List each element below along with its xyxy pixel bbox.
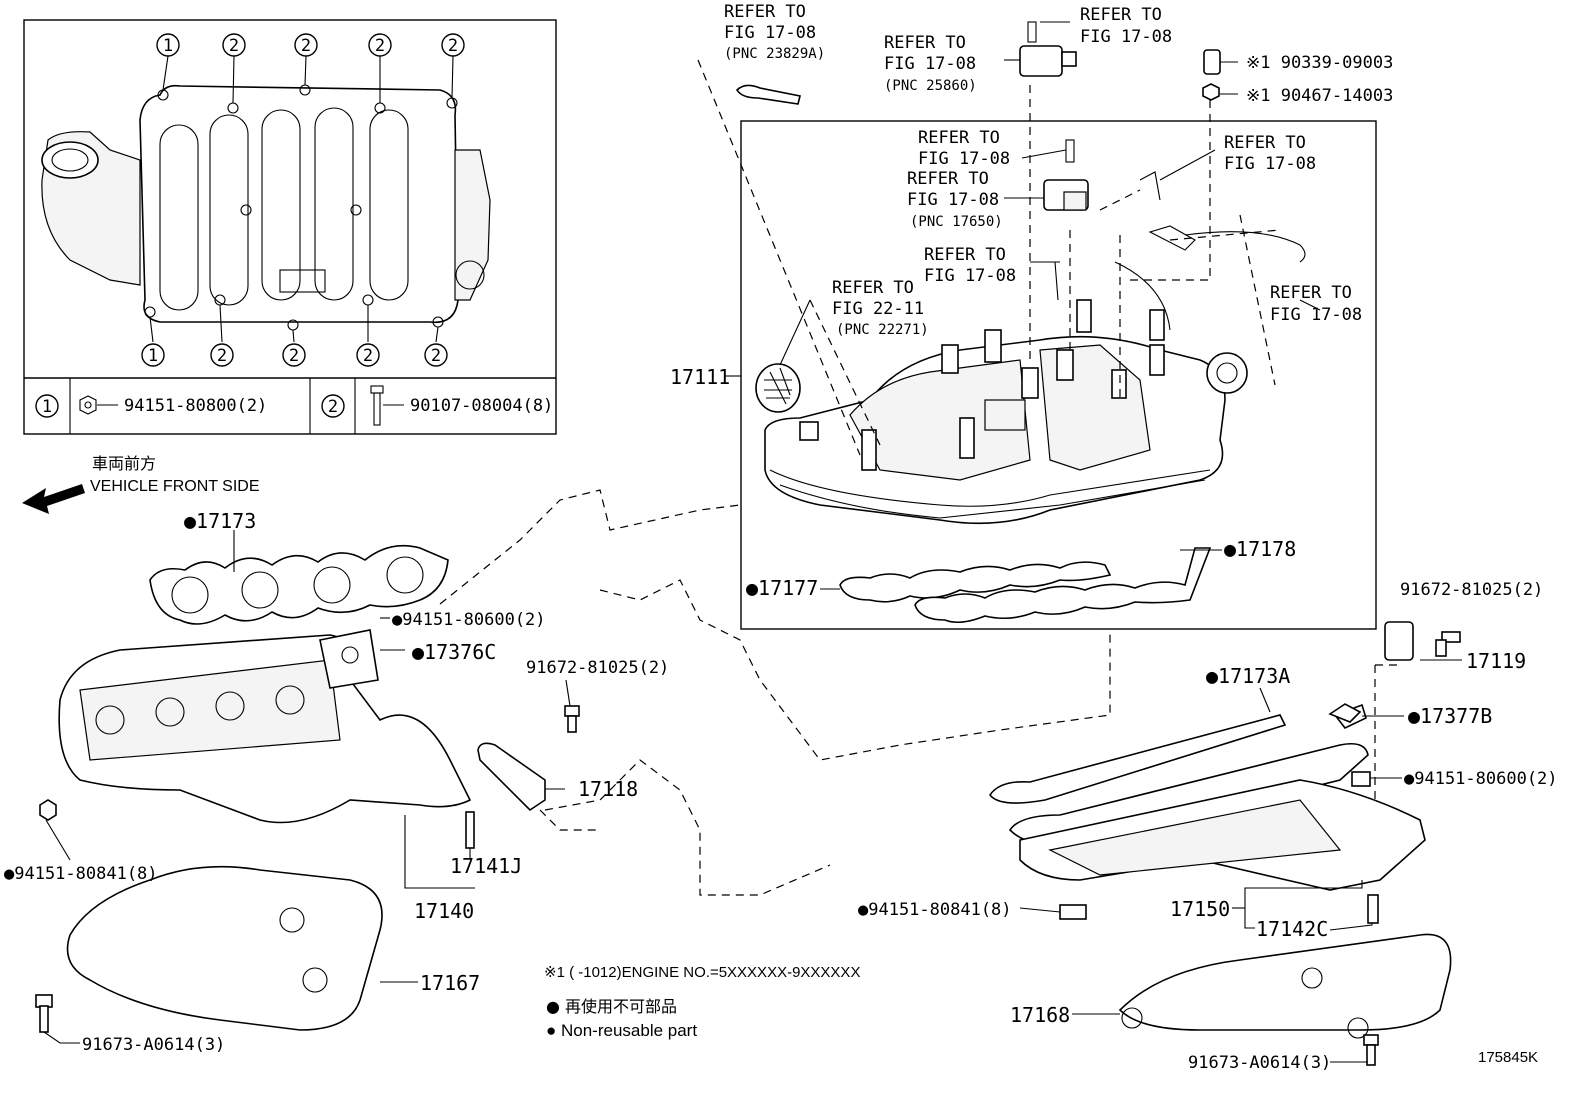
refer-label: REFER TO <box>724 2 806 22</box>
nut-icon <box>79 395 97 415</box>
intake-manifold-assembly <box>755 299 1248 525</box>
legend-part-number: 90107-08004(8) <box>410 396 553 416</box>
intake-manifold-top-view <box>41 84 491 331</box>
inset-legend: 1 94151-80800(2) 2 90107-08004(8) <box>35 385 553 426</box>
refer-label: FIG 17-08 <box>918 149 1010 169</box>
part-label: ●94151-80841(8) <box>858 900 1012 920</box>
part-label: ●17376C <box>412 640 496 664</box>
refer-label: REFER TO <box>918 128 1000 148</box>
refer-label: FIG 17-08 <box>724 23 816 43</box>
part-label: 17119 <box>1466 649 1526 673</box>
callout-label: 2 <box>448 36 458 56</box>
part-label: 91673-A0614(3) <box>82 1035 225 1055</box>
reference-labels: REFER TO FIG 17-08 (PNC 23829A) REFER TO… <box>724 2 1362 338</box>
top-small-parts <box>735 21 1306 331</box>
callout-label: 2 <box>289 346 299 366</box>
legend-mark: 2 <box>328 397 338 417</box>
front-label-en: VEHICLE FRONT SIDE <box>90 478 260 495</box>
part-label: 17168 <box>1010 1003 1070 1027</box>
bolt-icon <box>1027 21 1037 43</box>
refer-label: REFER TO <box>884 33 966 53</box>
refer-label: FIG 17-08 <box>884 54 976 74</box>
vehicle-front-indicator: 車両前方 VEHICLE FRONT SIDE <box>22 454 260 514</box>
part-label: 17142C <box>1256 917 1328 941</box>
part-label: ●17177 <box>746 576 818 600</box>
refer-label: REFER TO <box>907 169 989 189</box>
callout-label: 2 <box>375 36 385 56</box>
refer-label: (PNC 25860) <box>884 78 977 94</box>
callout-label: 2 <box>431 346 441 366</box>
bolt-icon <box>370 385 384 426</box>
refer-label: REFER TO <box>832 278 914 298</box>
part-label: 17141J <box>450 854 522 878</box>
front-label-jp: 車両前方 <box>92 454 156 473</box>
part-label: 91672-81025(2) <box>1400 580 1543 600</box>
front-arrow-icon <box>22 484 85 514</box>
part-label: ●94151-80841(8) <box>4 864 158 884</box>
callout-label: 2 <box>217 346 227 366</box>
part-label: ●17377B <box>1408 704 1492 728</box>
refer-label: FIG 17-08 <box>1080 27 1172 47</box>
dashed-leaders <box>697 59 1400 820</box>
part-label: 91673-A0614(3) <box>1188 1053 1331 1073</box>
part-label: 17140 <box>414 899 474 923</box>
part-label: 17150 <box>1170 897 1230 921</box>
callout-label: 2 <box>301 36 311 56</box>
refer-label: (PNC 22271) <box>836 322 929 338</box>
intake-manifold-frame <box>740 120 1377 630</box>
legend-mark: 1 <box>42 397 52 417</box>
part-label: ●17178 <box>1224 537 1296 561</box>
part-label: 17167 <box>420 971 480 995</box>
engine-note: ※1 ( -1012)ENGINE NO.=5XXXXXX-9XXXXXX <box>544 964 860 981</box>
exhaust-manifold-right <box>989 621 1461 1066</box>
non-reusable-note-jp: ● 再使用不可部品 <box>546 997 677 1016</box>
part-label: 17118 <box>578 777 638 801</box>
refer-label: FIG 17-08 <box>1270 305 1362 325</box>
refer-label: REFER TO <box>1224 133 1306 153</box>
legend-part-number: 94151-80800(2) <box>124 396 267 416</box>
refer-label: REFER TO <box>1270 283 1352 303</box>
inset-panel: 1 2 2 2 2 1 2 2 2 2 1 <box>23 19 557 435</box>
part-label: 91672-81025(2) <box>526 658 669 678</box>
inset-leaders <box>149 55 454 343</box>
part-label: ●94151-80600(2) <box>392 610 546 630</box>
refer-label: (PNC 17650) <box>910 214 1003 230</box>
exhaust-manifold-left <box>35 544 580 1033</box>
part-label: ●17173A <box>1206 664 1290 688</box>
callout-label: 2 <box>229 36 239 56</box>
inset-callouts-top: 1 2 2 2 2 <box>156 33 465 57</box>
inset-callouts-bottom: 1 2 2 2 2 <box>141 343 448 367</box>
intake-gaskets <box>839 547 1212 624</box>
refer-label: REFER TO <box>924 245 1006 265</box>
refer-label: (PNC 23829A) <box>724 46 825 62</box>
solid-leaders <box>43 21 1462 1063</box>
part-label: ●94151-80600(2) <box>1404 769 1558 789</box>
refer-label: FIG 17-08 <box>1224 154 1316 174</box>
part-number-labels: ※1 90339-09003 ※1 90467-14003 17111 ●171… <box>4 53 1558 1073</box>
refer-label: FIG 17-08 <box>907 190 999 210</box>
callout-label: 1 <box>163 36 173 56</box>
part-label: ※1 90339-09003 <box>1246 53 1393 73</box>
part-label: ※1 90467-14003 <box>1246 86 1393 106</box>
refer-label: REFER TO <box>1080 5 1162 25</box>
callout-label: 1 <box>148 346 158 366</box>
refer-label: FIG 17-08 <box>924 266 1016 286</box>
diagram-code: 175845K <box>1478 1049 1538 1066</box>
callout-label: 2 <box>363 346 373 366</box>
engine-outline <box>439 489 1111 896</box>
part-label: 17111 <box>670 365 730 389</box>
refer-label: FIG 22-11 <box>832 299 924 319</box>
non-reusable-note-en: ● Non-reusable part <box>546 1021 697 1040</box>
part-label: ●17173 <box>184 509 256 533</box>
notes: ※1 ( -1012)ENGINE NO.=5XXXXXX-9XXXXXX ● … <box>544 964 1538 1066</box>
